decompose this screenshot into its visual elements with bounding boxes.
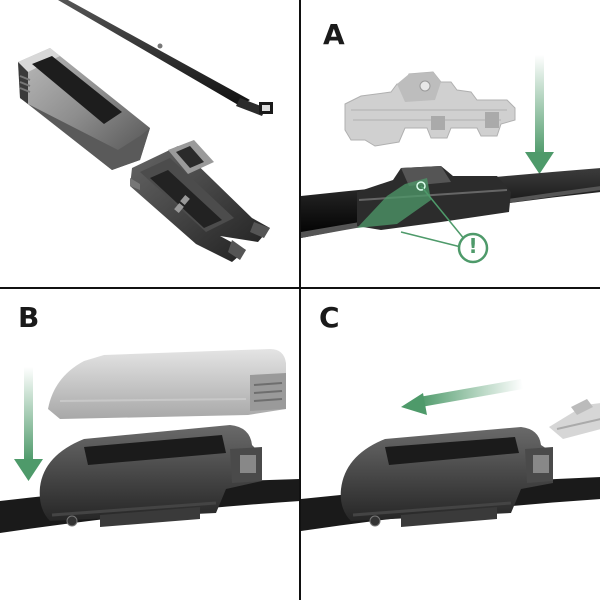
step-label-c: C: [319, 301, 340, 334]
adapter-part: [344, 71, 516, 147]
slide-left-arrow: [401, 379, 523, 415]
warning-icon: [457, 232, 489, 264]
wiper-arm: [58, 0, 273, 116]
cover-cap: [48, 349, 286, 419]
overview-illustration: [18, 0, 273, 262]
adapter-base: [39, 425, 262, 527]
wiper-arm-end: [549, 399, 600, 439]
step-b-illustration: [0, 349, 300, 533]
adapter-clip: [130, 140, 270, 262]
step-c-illustration: [301, 379, 600, 531]
step-label-b: B: [18, 301, 40, 334]
vertical-divider: [299, 0, 301, 600]
panel-step-b: B: [0, 289, 300, 589]
panel-step-c: C: [301, 289, 600, 589]
horizontal-divider: [0, 287, 600, 289]
assembled-connector: [340, 427, 553, 527]
insert-down-arrow: [525, 55, 554, 174]
lock-zone-highlight: [357, 178, 466, 249]
step-a-illustration: [301, 55, 600, 264]
warning-symbol: !: [468, 234, 478, 258]
cap-down-arrow: [14, 367, 43, 481]
panel-overview: [0, 0, 300, 300]
step-label-a: A: [323, 18, 345, 51]
panel-step-a: A: [301, 0, 600, 300]
cover-cap: [18, 48, 150, 170]
